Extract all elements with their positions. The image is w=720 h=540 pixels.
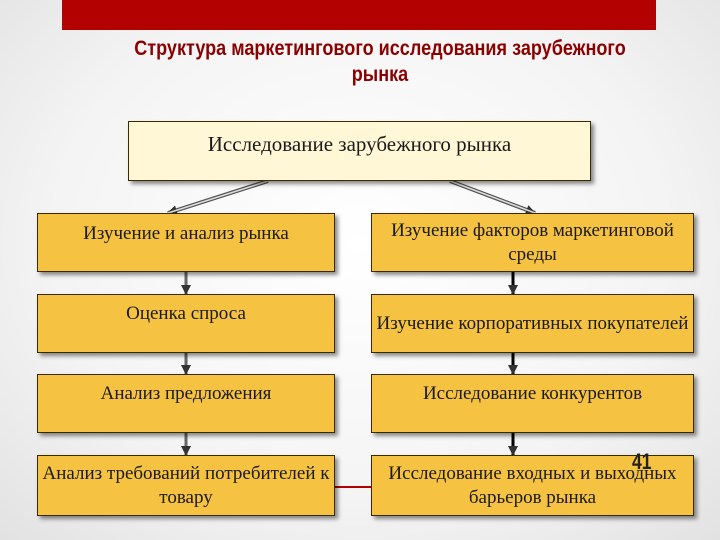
slide-number: 41 [632, 449, 652, 474]
title-line-2: рынка [351, 63, 409, 86]
right-box-1: Изучение факторов маркетинговой среды [371, 213, 694, 272]
left-box-1: Изучение и анализ рынка [37, 213, 335, 272]
left-box-3: Анализ предложения [37, 374, 335, 433]
root-box: Исследование зарубежного рынка [128, 121, 591, 181]
right-box-4: Исследование входных и выходных барьеров… [371, 455, 694, 516]
left-box-2: Оценка спроса [37, 294, 335, 353]
right-box-2: Изучение корпоративных покупателей [371, 294, 694, 353]
left-box-4: Анализ требований потребителей к товару [37, 455, 335, 516]
top-accent-bar [62, 0, 656, 30]
title-line-1: Структура маркетингового исследования за… [134, 37, 626, 60]
right-box-3: Исследование конкурентов [371, 374, 694, 433]
page-title: Структура маркетингового исследования за… [88, 36, 673, 88]
